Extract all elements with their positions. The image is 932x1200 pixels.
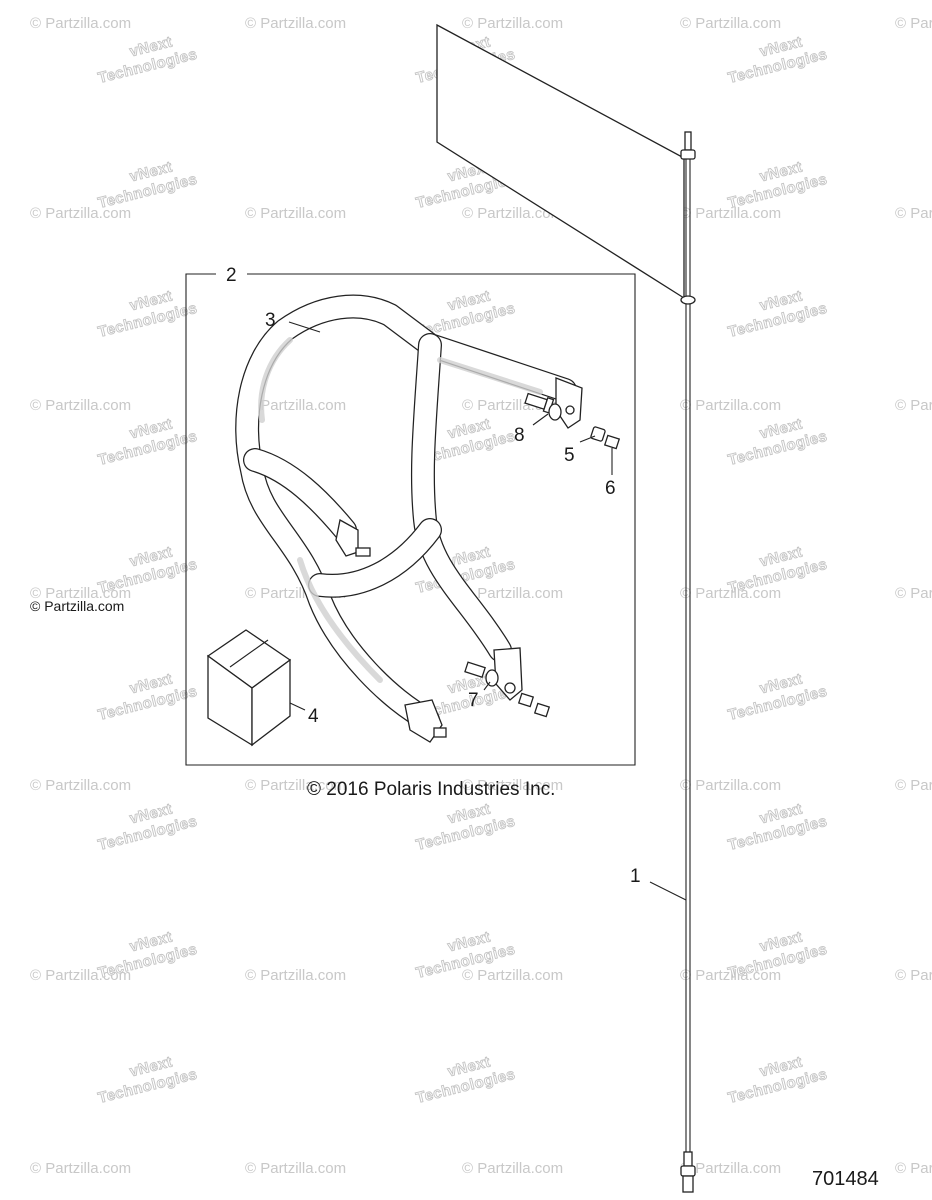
- partzilla-watermark: © Partzilla.com: [680, 585, 781, 602]
- partzilla-watermark: © Partzilla.com: [30, 1160, 131, 1177]
- callout-5[interactable]: 5: [564, 445, 575, 466]
- partzilla-watermark: © Partzilla.com: [895, 585, 932, 602]
- watermark-layer: © Partzilla.com© Partzilla.com© Partzill…: [30, 15, 932, 1177]
- partzilla-watermark: © Partzilla.com: [245, 15, 346, 32]
- partzilla-watermark: © Partzilla.com: [895, 205, 932, 222]
- callout-6[interactable]: 6: [605, 478, 616, 499]
- diagram-id: 701484: [812, 1168, 879, 1190]
- partzilla-watermark: © Partzilla.com: [462, 1160, 563, 1177]
- partzilla-watermark: © Partzilla.com: [680, 15, 781, 32]
- side-watermark: © Partzilla.com: [30, 598, 124, 614]
- partzilla-watermark: © Partzilla.com: [30, 967, 131, 984]
- partzilla-watermark: © Partzilla.com: [30, 585, 131, 602]
- flag: [436, 23, 685, 300]
- callout-2[interactable]: 2: [226, 265, 237, 286]
- partzilla-watermark: © Partzilla.com: [30, 15, 131, 32]
- callout-1[interactable]: 1: [630, 866, 641, 887]
- partzilla-watermark: © Partzilla.com: [680, 777, 781, 794]
- callout-8[interactable]: 8: [514, 425, 525, 446]
- partzilla-watermark: © Partzilla.com: [30, 205, 131, 222]
- leader-lines: [288, 321, 687, 901]
- partzilla-watermark: © Partzilla.com: [462, 585, 563, 602]
- lower-hardware[interactable]: [464, 661, 551, 718]
- partzilla-watermark: © Partzilla.com: [895, 1160, 932, 1177]
- partzilla-watermark: © Partzilla.com: [680, 1160, 781, 1177]
- partzilla-watermark: © Partzilla.com: [245, 967, 346, 984]
- partzilla-watermark: © Partzilla.com: [245, 777, 346, 794]
- callout-3[interactable]: 3: [265, 310, 276, 331]
- callout-7[interactable]: 7: [468, 690, 479, 711]
- partzilla-watermark: © Partzilla.com: [680, 397, 781, 414]
- partzilla-watermark: © Partzilla.com: [462, 967, 563, 984]
- partzilla-watermark: © Partzilla.com: [245, 205, 346, 222]
- partzilla-watermark: © Partzilla.com: [30, 777, 131, 794]
- bumper-tube[interactable]: [235, 294, 583, 743]
- partzilla-watermark: © Partzilla.com: [30, 397, 131, 414]
- hardware-box[interactable]: [206, 629, 292, 747]
- partzilla-watermark: © Partzilla.com: [462, 15, 563, 32]
- partzilla-watermark: © Partzilla.com: [680, 967, 781, 984]
- partzilla-watermark: © Partzilla.com: [245, 397, 346, 414]
- partzilla-watermark: © Partzilla.com: [895, 967, 932, 984]
- callouts: 2 3 8 5 6 7 4 1: [226, 265, 641, 887]
- partzilla-watermark: © Partzilla.com: [895, 15, 932, 32]
- partzilla-watermark: © Partzilla.com: [462, 777, 563, 794]
- antenna-whip[interactable]: [680, 131, 696, 1193]
- upper-hardware[interactable]: [524, 392, 621, 450]
- kit-frame: [185, 273, 636, 766]
- callout-4[interactable]: 4: [308, 706, 319, 727]
- copyright-text: © 2016 Polaris Industries Inc.: [307, 779, 555, 800]
- partzilla-watermark: © Partzilla.com: [462, 205, 563, 222]
- partzilla-watermark: © Partzilla.com: [680, 205, 781, 222]
- partzilla-watermark: © Partzilla.com: [245, 1160, 346, 1177]
- partzilla-watermark: © Partzilla.com: [895, 777, 932, 794]
- partzilla-watermark: © Partzilla.com: [895, 397, 932, 414]
